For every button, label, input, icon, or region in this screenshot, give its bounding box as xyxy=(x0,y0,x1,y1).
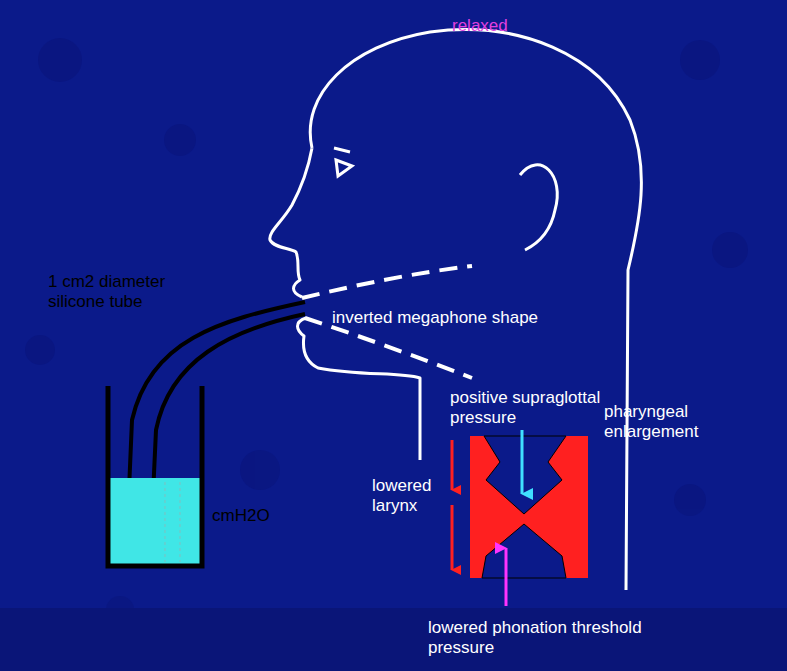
text-label: relaxed xyxy=(452,16,508,36)
pressure-arrow xyxy=(505,548,508,606)
text-label: positive supraglottal pressure xyxy=(450,388,620,428)
text-label: pharyngeal enlargement xyxy=(604,402,724,442)
water xyxy=(108,478,202,564)
text-label: cmH2O xyxy=(212,506,270,526)
glottis-lumen xyxy=(482,436,566,578)
lowering-arrow xyxy=(451,505,454,570)
text-label: lowered larynx xyxy=(372,476,442,516)
bottom-band xyxy=(0,608,787,671)
ear xyxy=(520,165,557,250)
oral-cavity-upper xyxy=(302,266,472,298)
text-label: lowered phonation threshold pressure xyxy=(428,618,668,658)
scale-marks xyxy=(165,482,180,562)
larynx xyxy=(470,436,588,578)
background-spots xyxy=(25,38,748,624)
text-label: inverted megaphone shape xyxy=(332,308,538,328)
pressure-arrow xyxy=(521,430,524,494)
beaker xyxy=(108,386,202,566)
lowering-arrow xyxy=(451,440,454,490)
head-outline xyxy=(270,30,642,590)
text-label: 1 cm2 diameter silicone tube xyxy=(48,272,198,312)
eye xyxy=(334,148,352,176)
